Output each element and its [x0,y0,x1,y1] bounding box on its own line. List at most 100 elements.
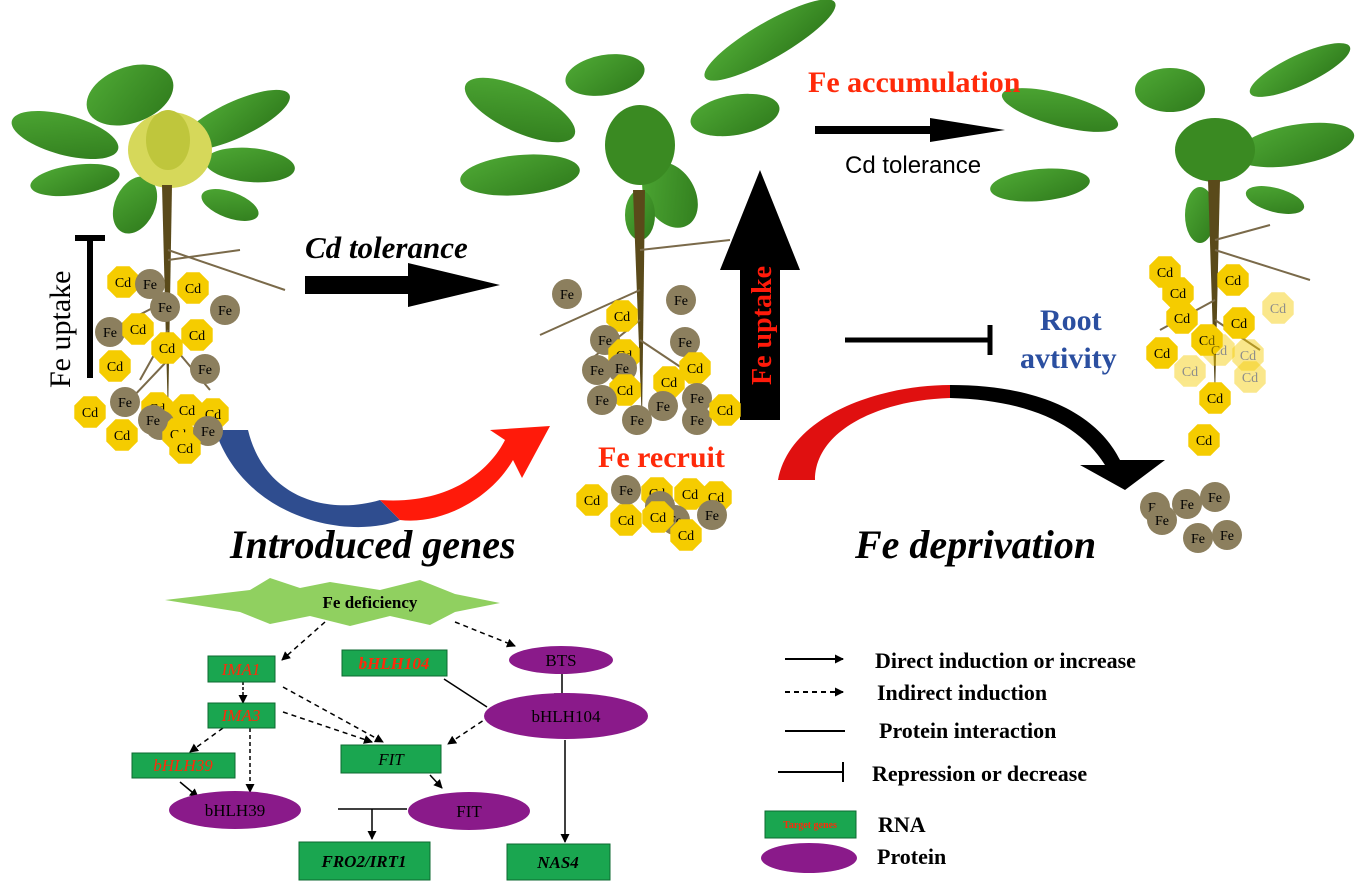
ima1-label: IMA1 [221,660,261,679]
fit-gene-label: FIT [377,750,405,769]
cd-ion: Cd [606,300,638,332]
cd-ion-label: Cd [1225,274,1241,289]
introduced-genes-label: Introduced genes [229,522,516,567]
cd-ion: Cd [181,319,213,351]
cd-ion-label: Cd [185,282,201,297]
cd-ion-label: Cd [115,276,131,291]
fe-ion: Fe [697,500,727,530]
cd-ion: Cd [171,394,203,426]
cd-ion: Cd [1162,277,1194,309]
cd-ion-label: Cd [1240,349,1256,364]
cd-ion-label: Cd [614,310,630,325]
cd-ion-label: Cd [179,404,195,419]
bhlh39-protein-label: bHLH39 [205,801,265,820]
fe-ion-label: Fe [198,363,212,378]
fe-accumulation-arrow [815,118,1005,142]
cd-ion: Cd [1191,324,1223,356]
fe-ion: Fe [682,383,712,413]
cd-ion-label: Cd [682,488,698,503]
cd-ion-label: Cd [1157,266,1173,281]
ima1-rna-box [207,655,276,683]
fe-deprivation-label: Fe deprivation [854,522,1096,567]
cd-ion: Cd [653,366,685,398]
fe-ion-label: Fe [118,396,132,411]
fe-ion: Fe [666,285,696,315]
cd-ion: Cd [1188,424,1220,456]
fe-ion-label: Fe [690,392,704,407]
bhlh104-protein [484,693,648,739]
cd-ion: Cd [709,394,741,426]
cd-ion: Cd [1174,355,1206,387]
bhlh104-rna-box [341,649,448,677]
fe-ion: Fe [682,405,712,435]
cd-tolerance-right-label: Cd tolerance [845,152,981,179]
regulatory-network: Fe deficiency IMA1 IMA3 bHLH104 [131,578,648,881]
introduced-genes-curved-arrow-red [380,426,550,521]
fe-ion-label: Fe [619,484,633,499]
cd-ion: Cd [1234,361,1266,393]
fe-ion: Fe [1212,520,1242,550]
cd-ion: Cd [576,484,608,516]
ima3-label: IMA3 [221,706,261,725]
fe-ion-label: Fe [595,394,609,409]
fe-ion-label: Fe [1208,491,1222,506]
bhlh39-gene-label: bHLH39 [153,756,213,775]
cd-ion: Cd [1199,382,1231,414]
fe-ion-label: Fe [1180,498,1194,513]
cd-ion-label: Cd [107,360,123,375]
cd-ion-label: Cd [1154,347,1170,362]
cd-ion: Cd [1223,307,1255,339]
fe-ion: Fe [648,391,678,421]
cd-ion-label: Cd [584,494,600,509]
legend: Direct induction or increase Indirect in… [761,648,1136,873]
fe-ion-label: Fe [218,304,232,319]
legend-indirect-label: Indirect induction [877,680,1047,705]
fe-ion-label: Fe [560,288,574,303]
fe-uptake-inhibit-symbol [75,235,105,378]
bhlh104-protein-label: bHLH104 [532,707,601,726]
fe-ion: Fe [1172,489,1202,519]
fit-protein-label: FIT [456,802,482,821]
cd-ion: Cd [151,332,183,364]
fe-ion: Fe [552,279,582,309]
cd-ion: Cd [106,419,138,451]
cd-ion: Cd [122,313,154,345]
fe-ion: Fe [210,295,240,325]
fe-accumulation-label: Fe accumulation [808,66,1021,99]
fe-ion-label: Fe [615,362,629,377]
fe-deficiency-star [165,578,500,626]
introduced-genes-curved-arrow-blue [215,430,400,528]
fro2-irt1-label: FRO2/IRT1 [320,852,406,871]
cd-ion: Cd [1146,337,1178,369]
fe-ion-label: Fe [674,294,688,309]
legend-protein-swatch [761,843,857,873]
root-activity-repression [845,325,993,355]
fe-deprivation-curved-arrow-red [778,385,950,480]
cd-ion-label: Cd [82,406,98,421]
cd-ion: Cd [674,478,706,510]
cd-ion-label: Cd [1182,365,1198,380]
fe-ion: Fe [110,387,140,417]
fe-ion-label: Fe [1191,532,1205,547]
legend-direct-label: Direct induction or increase [875,648,1136,673]
cd-ion: Cd [1203,334,1235,366]
legend-protein-label: Protein [877,844,946,869]
cd-ion: Cd [1166,302,1198,334]
legend-rna-label: RNA [878,812,926,837]
fe-ion-label: Fe [103,326,117,341]
cd-ion-label: Cd [159,342,175,357]
cd-ion-label: Cd [661,376,677,391]
cd-ion-label: Cd [1199,334,1215,349]
cd-ion-label: Cd [130,323,146,338]
fe-ion: Fe [611,475,641,505]
fe-ion: Fe [135,269,165,299]
fe-uptake-center-label: Fe uptake [747,266,778,385]
fe-ion-label: Fe [146,414,160,429]
fro2-irt1-rna-box [298,841,431,881]
cd-ion-label: Cd [687,362,703,377]
cd-ion-label: Cd [177,442,193,457]
cd-ion: Cd [679,352,711,384]
plant-cd-stressed [11,64,295,420]
fe-ion-label: Fe [143,278,157,293]
